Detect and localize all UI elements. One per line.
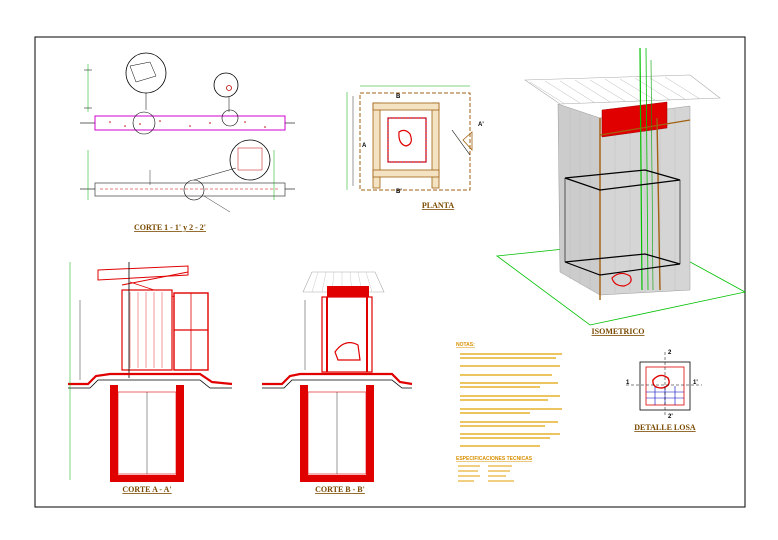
mark-a-prime: A' bbox=[478, 122, 484, 128]
isometric-view: ISOMETRICO bbox=[495, 47, 747, 336]
spec-heading: ESPECIFICACIONES TECNICAS bbox=[456, 456, 533, 462]
mark-b: B bbox=[396, 94, 401, 100]
title-corte-b: CORTE B - B' bbox=[315, 485, 365, 494]
title-corte-1: CORTE 1 - 1' y 2 - 2' bbox=[134, 223, 206, 232]
section-b-b: CORTE B - B' bbox=[262, 271, 413, 494]
notes-heading: NOTAS: bbox=[456, 342, 475, 348]
plan-view: A B B' A' PLANTA bbox=[346, 85, 484, 210]
mark-b-prime: B' bbox=[396, 189, 402, 195]
slab-detail: 1 1' 2 2' DETALLE LOSA bbox=[626, 350, 702, 432]
title-detalle-losa: DETALLE LOSA bbox=[634, 423, 696, 432]
mark-1-prime: 1' bbox=[693, 380, 698, 386]
mark-1: 1 bbox=[626, 380, 630, 386]
section-a-a: CORTE A - A' bbox=[68, 262, 233, 494]
section-1-2-detail: CORTE 1 - 1' y 2 - 2' bbox=[80, 52, 295, 232]
title-isometrico: ISOMETRICO bbox=[592, 327, 645, 336]
mark-2-prime: 2' bbox=[668, 414, 673, 420]
notes-block: NOTAS: ESPECIFICACIONES TECNICAS bbox=[456, 342, 562, 482]
title-planta: PLANTA bbox=[422, 201, 455, 210]
mark-a: A bbox=[362, 143, 367, 149]
sheet-frame bbox=[34, 36, 746, 508]
mark-2: 2 bbox=[668, 350, 672, 356]
title-corte-a: CORTE A - A' bbox=[122, 485, 171, 494]
